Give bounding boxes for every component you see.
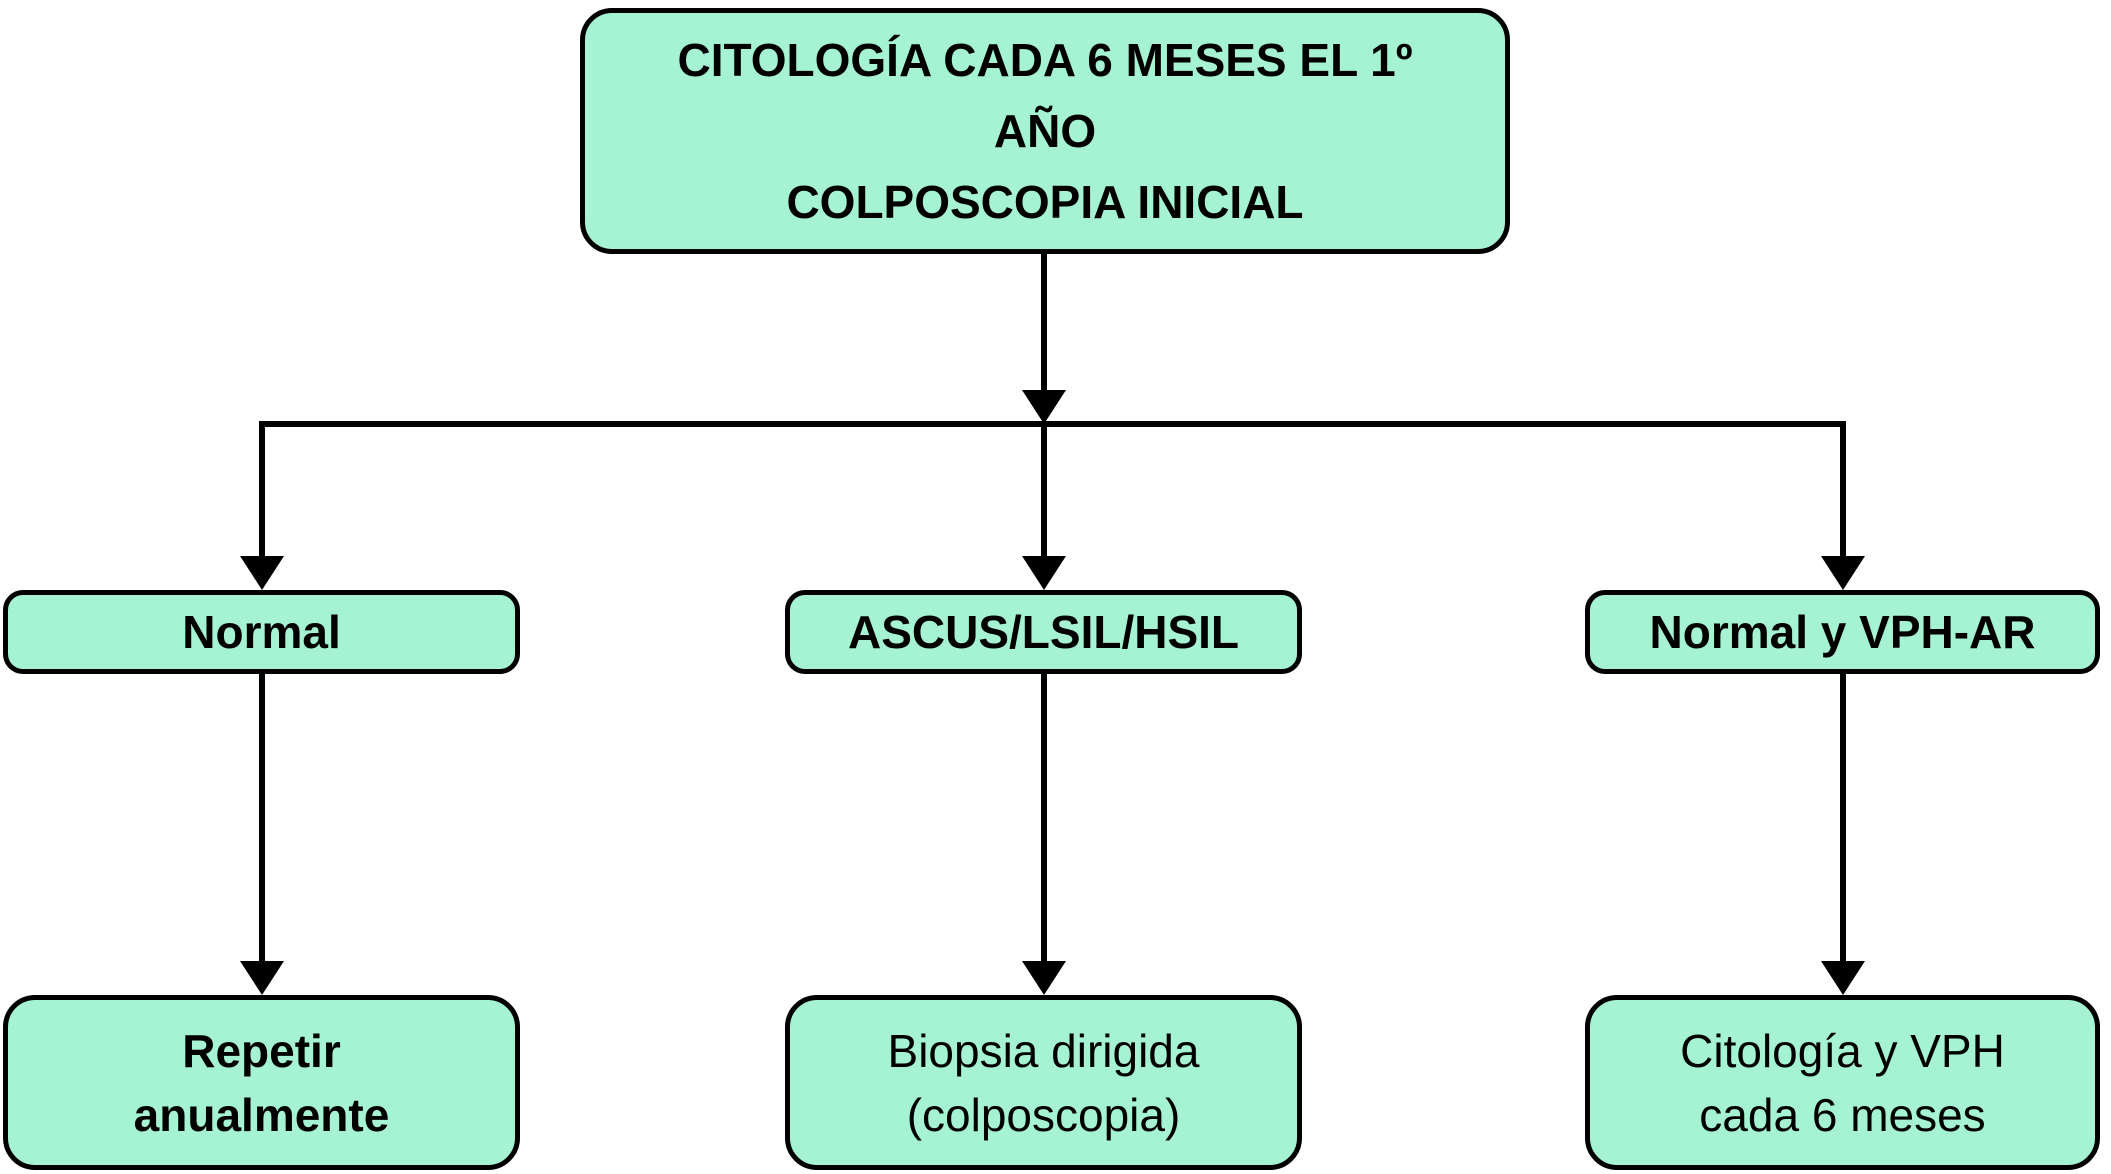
node-citologia-line-2: cada 6 meses bbox=[1699, 1088, 1986, 1141]
node-normal-y-vph-ar-label: Normal y VPH-AR bbox=[1649, 606, 2036, 658]
connector-vph-to-citologia bbox=[1840, 674, 1846, 964]
node-citologia-vph: Citología y VPH cada 6 meses bbox=[1585, 995, 2100, 1170]
connector-root-stem bbox=[1041, 254, 1047, 394]
node-normal-label: Normal bbox=[182, 606, 341, 658]
node-repetir-line-1: Repetir bbox=[182, 1024, 341, 1077]
node-root-line-2: AÑO bbox=[993, 104, 1097, 157]
connector-drop-normal-vph bbox=[1840, 421, 1846, 557]
arrowhead-to-normal-vph bbox=[1821, 556, 1865, 590]
connector-drop-ascus bbox=[1041, 427, 1047, 557]
node-repetir-line-2: anualmente bbox=[133, 1088, 390, 1141]
node-root-line-1: CITOLOGÍA CADA 6 MESES EL 1º bbox=[677, 33, 1413, 86]
node-repetir-anualmente: Repetir anualmente bbox=[3, 995, 520, 1170]
connector-branch-bar bbox=[259, 421, 1846, 427]
arrowhead-to-normal bbox=[240, 556, 284, 590]
connector-ascus-to-biopsia bbox=[1041, 674, 1047, 964]
node-root: CITOLOGÍA CADA 6 MESES EL 1º AÑO COLPOSC… bbox=[580, 8, 1510, 254]
node-normal: Normal bbox=[3, 590, 520, 674]
node-biopsia-line-2: (colposcopia) bbox=[906, 1088, 1181, 1141]
arrowhead-to-repetir bbox=[240, 961, 284, 995]
node-ascus-lsil-hsil-label: ASCUS/LSIL/HSIL bbox=[847, 606, 1240, 658]
arrowhead-to-ascus bbox=[1022, 556, 1066, 590]
node-biopsia-line-1: Biopsia dirigida bbox=[887, 1024, 1200, 1077]
node-root-line-3: COLPOSCOPIA INICIAL bbox=[786, 175, 1304, 228]
connector-normal-to-repetir bbox=[259, 674, 265, 964]
arrowhead-to-biopsia bbox=[1022, 961, 1066, 995]
arrowhead-to-citologia bbox=[1821, 961, 1865, 995]
node-citologia-line-1: Citología y VPH bbox=[1680, 1024, 2005, 1077]
node-ascus-lsil-hsil: ASCUS/LSIL/HSIL bbox=[785, 590, 1302, 674]
connector-drop-normal bbox=[259, 421, 265, 557]
arrowhead-root-to-branch-bar bbox=[1022, 390, 1066, 424]
node-normal-y-vph-ar: Normal y VPH-AR bbox=[1585, 590, 2100, 674]
node-biopsia-dirigida: Biopsia dirigida (colposcopia) bbox=[785, 995, 1302, 1170]
